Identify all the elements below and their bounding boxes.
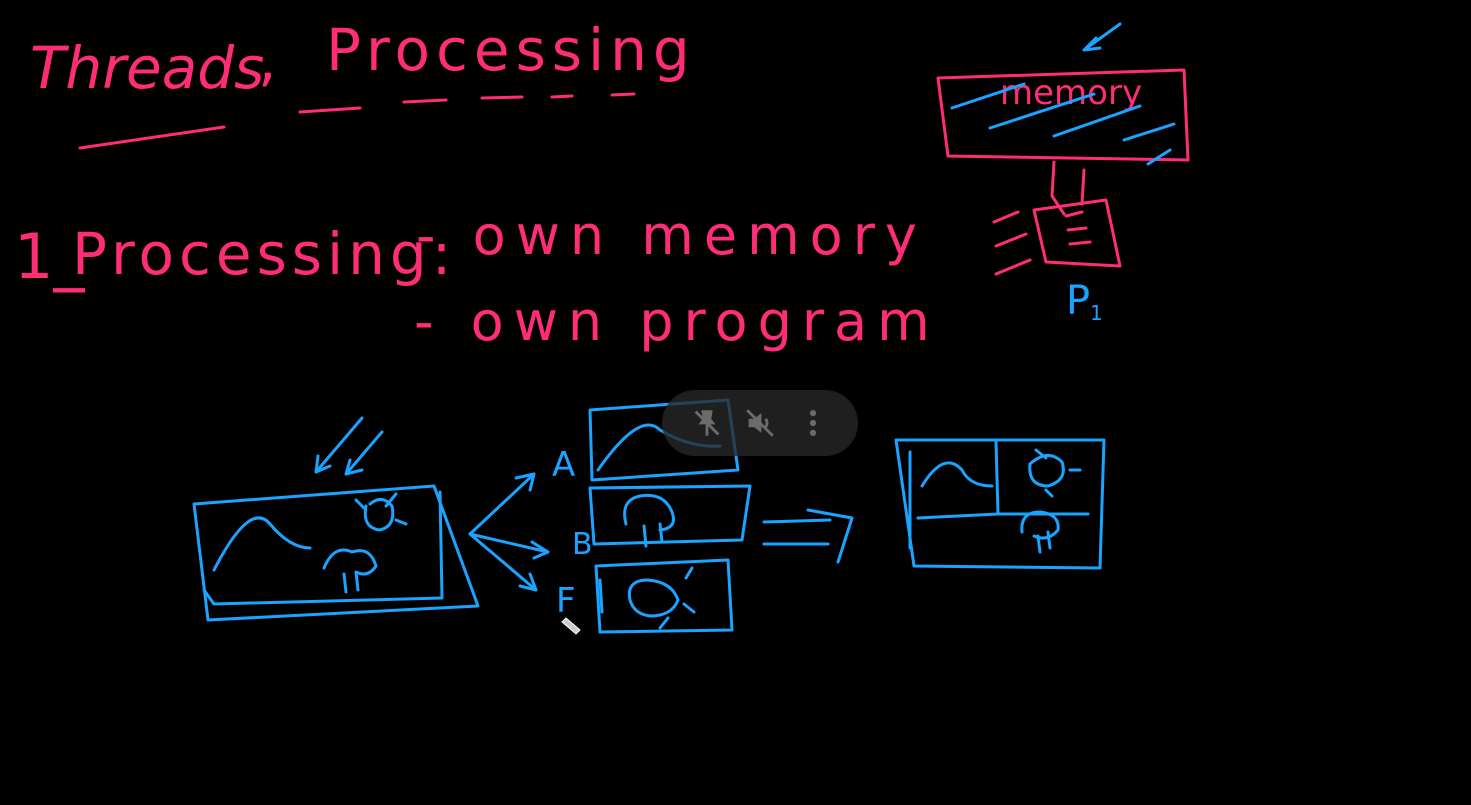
more-vert-icon <box>810 409 817 437</box>
tile-b <box>588 484 752 546</box>
title-threads: Threads <box>30 34 264 102</box>
incoming-arrow-2 <box>344 430 384 476</box>
title-underline-dash-2 <box>402 98 448 104</box>
memory-diagram: memory P 1 <box>936 22 1190 325</box>
tile-f-sun <box>627 566 696 630</box>
memory-connector <box>1050 160 1086 216</box>
merged-image-grid <box>916 440 1090 520</box>
bullet-own-memory: - own memory <box>416 204 927 267</box>
split-label-f: F <box>556 581 576 621</box>
title-processing: Processing <box>326 16 696 84</box>
merged-image-sun <box>1028 448 1082 498</box>
split-arrow-f <box>468 532 538 592</box>
process-box <box>1032 198 1122 268</box>
memory-box <box>936 68 1190 162</box>
split-arrow-b <box>468 532 550 560</box>
volume-off-icon <box>746 409 774 437</box>
pen-cursor-icon <box>561 617 581 635</box>
tile-b-tree <box>623 493 675 548</box>
title-underline-threads <box>78 125 226 150</box>
title-underline-dash-4 <box>550 94 574 99</box>
merged-image-tree <box>1020 510 1060 554</box>
source-image-sun <box>354 492 408 532</box>
title-separator: , <box>258 26 276 94</box>
bullet-own-program: - own program <box>414 290 940 353</box>
merged-image-curve <box>920 461 994 488</box>
source-image-frame <box>192 484 480 622</box>
pin-off-icon <box>694 410 719 436</box>
title-underline-dash-1 <box>298 106 362 114</box>
player-overlay-controls <box>662 390 858 456</box>
source-image-curve <box>212 516 312 572</box>
unpin-button[interactable] <box>685 401 729 445</box>
split-label-b: B <box>572 527 593 562</box>
source-image-tree <box>322 548 378 594</box>
process-subscript: 1 <box>1090 301 1103 325</box>
process-ticks <box>992 210 1032 276</box>
process-lines <box>1064 210 1092 246</box>
tile-f <box>594 558 734 634</box>
title-underline-dash-3 <box>480 95 524 100</box>
merged-image-frame <box>894 438 1106 570</box>
point-number: 1_ <box>14 220 85 293</box>
image-split-diagram: A B F <box>192 398 1106 634</box>
memory-label: memory <box>1000 73 1142 113</box>
more-options-button[interactable] <box>791 401 835 445</box>
mute-button[interactable] <box>738 401 782 445</box>
memory-hatch-lines <box>950 82 1176 166</box>
split-arrow-a <box>468 472 536 536</box>
memory-pointer-arrow <box>1082 22 1122 52</box>
point-label: Processing: <box>72 220 456 288</box>
merge-arrow <box>762 508 854 564</box>
process-label: P <box>1066 278 1090 324</box>
split-label-a: A <box>552 445 575 485</box>
incoming-arrow-1 <box>314 416 364 474</box>
title-underline-dash-5 <box>610 92 636 97</box>
